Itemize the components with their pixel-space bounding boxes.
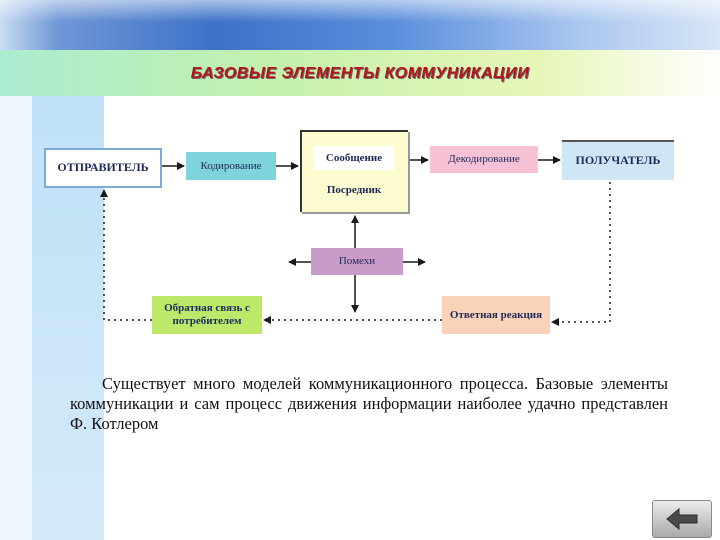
feedback-box: Обратная связь с потребителем <box>152 296 262 334</box>
sender-box: ОТПРАВИТЕЛЬ <box>44 148 162 188</box>
noise-box: Помехи <box>311 248 403 275</box>
slide-title: БАЗОВЫЕ ЭЛЕМЕНТЫ КОММУНИКАЦИИ <box>190 65 530 82</box>
title-band <box>0 50 720 96</box>
back-button[interactable] <box>652 500 712 538</box>
dotted-receiver-down <box>551 182 611 326</box>
encoding-box: Кодирование <box>186 152 276 180</box>
decoding-box: Декодирование <box>430 146 538 173</box>
dotted-feedback-to-sender <box>100 189 152 321</box>
top-gradient-strip <box>0 0 720 50</box>
body-paragraph: Существует много моделей коммуникационно… <box>70 374 668 433</box>
back-arrow-icon <box>666 507 698 531</box>
response-box: Ответная реакция <box>442 296 550 334</box>
receiver-box: ПОЛУЧАТЕЛЬ <box>562 140 674 180</box>
message-box: Сообщение <box>314 146 394 170</box>
message-block <box>300 130 408 212</box>
left-decor-edge <box>0 96 32 540</box>
mediator-label: Посредник <box>326 183 382 196</box>
